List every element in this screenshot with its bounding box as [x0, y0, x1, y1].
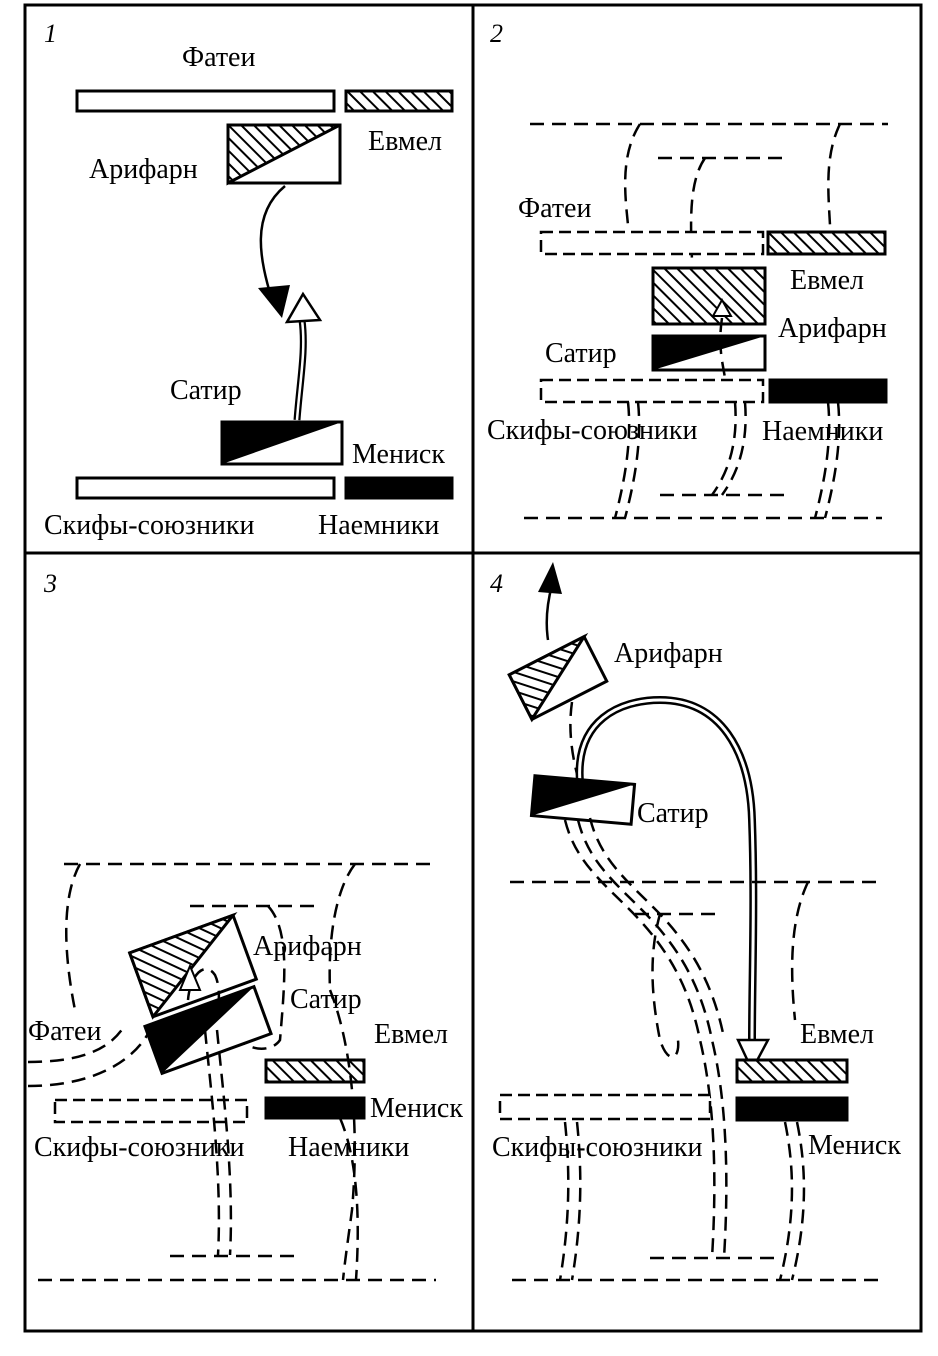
dash-trail-1 — [203, 1029, 221, 1256]
panel-2: 2 Фатеи Евмел Арифарн Сатир Скифы-союзни… — [487, 19, 888, 520]
unit-menisk — [264, 1096, 366, 1120]
arrow-arifarn-head — [258, 285, 290, 318]
arrow-satir-head — [284, 291, 323, 324]
dash-lower-mid-2 — [720, 401, 747, 496]
dash-satir-trail-3 — [588, 817, 726, 1039]
label-menisk: Мениск — [352, 439, 445, 470]
label-arifarn: Арифарн — [778, 313, 887, 344]
unit-naemniki — [344, 476, 454, 500]
dash-curve-right — [827, 123, 842, 226]
dash-curve-left — [623, 123, 642, 226]
dash-lower-left-2 — [623, 401, 641, 519]
unit-satir — [143, 984, 273, 1076]
dash-satir-trail — [719, 317, 727, 379]
label-naemniki: Наемники — [762, 416, 883, 447]
label-satir: Сатир — [637, 798, 709, 829]
label-skify: Скифы-союзники — [34, 1132, 245, 1163]
label-menisk: Мениск — [808, 1130, 901, 1161]
panel-number: 2 — [490, 19, 503, 48]
label-menisk: Мениск — [370, 1093, 463, 1124]
arrow-arifarn-escape-head — [538, 562, 562, 594]
dash-fatei-line-1 — [27, 1024, 127, 1064]
unit-evmel — [766, 230, 887, 256]
unit-fatei — [75, 89, 336, 113]
arrow-arifarn-escape — [545, 584, 554, 641]
dash-lower-right-2 — [790, 1121, 806, 1281]
panel-number: 4 — [490, 569, 503, 598]
dash-lower-right-1 — [778, 1121, 794, 1281]
dash-right-1 — [328, 989, 356, 1281]
dash-lower-left-2 — [570, 1121, 582, 1281]
label-evmel: Евмел — [374, 1019, 448, 1050]
label-fatei: Фатеи — [28, 1016, 101, 1047]
arrow-arifarn-down — [259, 185, 286, 301]
unit-evmel — [344, 89, 454, 113]
panel-number: 1 — [44, 19, 57, 48]
label-evmel: Евмел — [800, 1019, 874, 1050]
label-skify: Скифы-союзники — [44, 510, 255, 541]
label-satir: Сатир — [290, 984, 362, 1015]
arrow-evmel-loop-head — [736, 1038, 771, 1073]
dash-right-2 — [338, 1117, 359, 1281]
label-arifarn: Арифарн — [614, 638, 723, 669]
arrow-arifarn-head — [178, 963, 202, 991]
label-arifarn: Арифарн — [89, 154, 198, 185]
dash-curve-right — [328, 863, 356, 991]
dash-trail-2 — [215, 1029, 233, 1256]
arrow-evmel-loop-inner — [578, 698, 755, 1041]
panel-number: 3 — [43, 569, 57, 598]
panel-4: 4 Арифарн Сатир Евмел Скифы-союзники Мен… — [490, 562, 901, 1282]
arrow-satir-up-inner — [295, 319, 305, 421]
unit-arifarn — [507, 632, 609, 723]
unit-arifarn-hatched-half — [226, 123, 341, 186]
dash-lower-left-1 — [613, 401, 631, 519]
dash-right-curve — [790, 881, 810, 1021]
unit-fatei — [539, 230, 765, 256]
unit-arifarn — [651, 266, 767, 326]
dash-lower-right-1 — [813, 401, 831, 519]
label-naemniki: Наемники — [318, 510, 439, 541]
unit-naemniki — [768, 378, 888, 404]
dash-lower-mid-1 — [710, 401, 737, 496]
unit-satir — [529, 774, 637, 826]
label-satir: Сатир — [170, 375, 242, 406]
arrow-evmel-loop-outer — [575, 695, 758, 1041]
dash-lower-right-2 — [823, 401, 841, 519]
label-evmel: Евмел — [368, 126, 442, 157]
label-skify: Скифы-союзники — [487, 415, 698, 446]
unit-evmel — [735, 1058, 849, 1084]
dash-satir-trail-2 — [576, 819, 728, 1259]
dash-inner-hook — [233, 905, 286, 1050]
label-skify: Скифы-союзники — [492, 1132, 703, 1163]
label-satir: Сатир — [545, 338, 617, 369]
panel-3: 3 Арифарн Сатир Фатеи Евмел Мениск Скифы… — [27, 569, 463, 1282]
dash-inner-hook — [651, 913, 680, 1059]
unit-skify — [498, 1093, 712, 1121]
dash-lower-left-1 — [558, 1121, 570, 1281]
unit-skify — [539, 378, 765, 404]
unit-skify — [75, 476, 336, 500]
panel-1: 1 Фатеи Евмел Арифарн Сатир Мениск Скифы… — [44, 19, 454, 541]
dash-curve-left — [65, 863, 82, 1011]
unit-satir-black-half — [653, 336, 765, 370]
dash-arifarn-loop — [186, 967, 221, 1031]
unit-arifarn — [127, 912, 259, 1020]
unit-skify — [53, 1098, 249, 1124]
unit-evmel — [264, 1058, 366, 1084]
label-arifarn: Арифарн — [253, 931, 362, 962]
label-evmel: Евмел — [790, 265, 864, 296]
unit-menisk — [735, 1096, 849, 1122]
arrow-arifarn-shadow — [711, 297, 733, 317]
label-fatei: Фатеи — [518, 193, 591, 224]
dash-satir-trail-1 — [563, 819, 716, 1259]
unit-satir-black-half — [222, 422, 342, 464]
label-fatei: Фатеи — [182, 42, 255, 73]
